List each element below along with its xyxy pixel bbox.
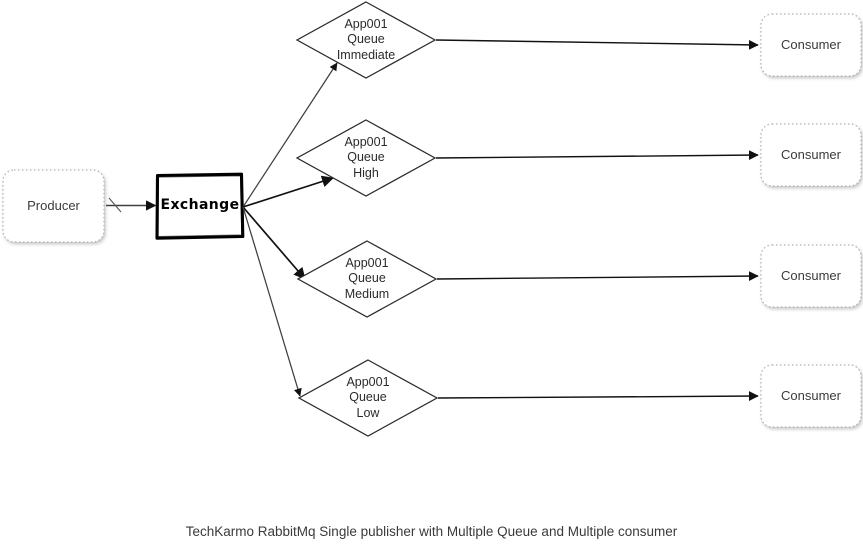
queue-medium-diamond	[296, 240, 438, 318]
consumer-2-box	[760, 123, 862, 187]
edge-queue-high-to-consumer-2	[435, 150, 759, 160]
consumer-2-node[interactable]	[760, 123, 862, 187]
edge-exchange-to-queue-immediate	[242, 62, 338, 208]
queue-high-diamond	[295, 119, 437, 197]
queue-low-node[interactable]	[297, 359, 439, 437]
queue-high-node[interactable]	[295, 119, 437, 197]
consumer-1-node[interactable]	[760, 13, 862, 77]
queue-immediate-diamond	[295, 1, 437, 79]
edge-exchange-to-queue-low	[242, 206, 302, 397]
exchange-node[interactable]	[155, 172, 245, 240]
queue-medium-node[interactable]	[296, 240, 438, 318]
queue-immediate-node[interactable]	[295, 1, 437, 79]
queue-low-diamond	[297, 359, 439, 437]
edge-queue-medium-to-consumer-3	[436, 271, 759, 281]
consumer-4-node[interactable]	[760, 364, 862, 428]
edge-exchange-to-queue-high	[242, 175, 334, 208]
diagram-caption: TechKarmo RabbitMq Single publisher with…	[185, 524, 678, 539]
producer-box	[2, 169, 105, 243]
exchange-box-sketch-inner	[157, 175, 243, 238]
edge-exchange-to-queue-medium	[242, 206, 306, 280]
edge-queue-immediate-to-consumer-1	[435, 39, 759, 50]
consumer-1-box	[760, 13, 862, 77]
edge-producer-to-exchange-tick	[108, 197, 122, 213]
consumer-3-node[interactable]	[760, 244, 862, 308]
consumer-4-box	[760, 364, 862, 428]
producer-node[interactable]	[2, 169, 105, 243]
consumer-3-box	[760, 244, 862, 308]
exchange-box	[155, 172, 245, 240]
edge-queue-low-to-consumer-4	[437, 391, 759, 401]
